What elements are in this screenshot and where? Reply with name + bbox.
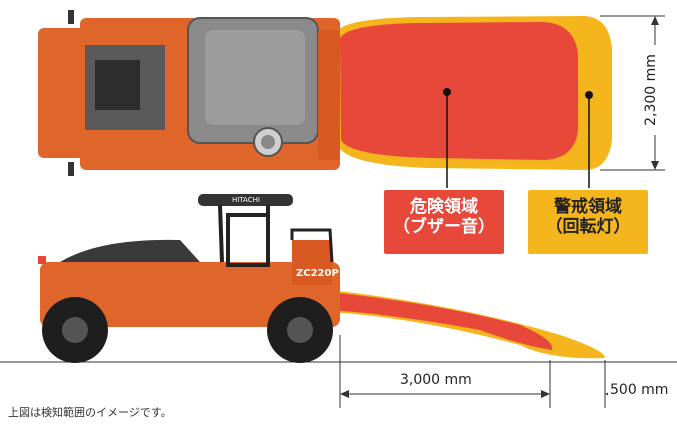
machine-model-label: ZC220P <box>296 268 339 279</box>
width-dimension-text: 2,300 mm <box>643 45 659 135</box>
side-view <box>0 194 677 408</box>
machine-brand-label: HITACHI <box>232 196 260 204</box>
figure-caption: 上図は検知範囲のイメージです。 <box>8 406 172 419</box>
side-body <box>40 262 340 327</box>
top-danger-zone <box>340 22 578 160</box>
top-canopy-inner <box>205 30 305 125</box>
side-rear-hood <box>60 239 200 262</box>
side-front-rail <box>290 228 334 263</box>
top-mirror-right <box>68 162 74 176</box>
machine-side-view <box>38 194 340 363</box>
side-front-frame <box>292 240 332 285</box>
top-engine-grill <box>95 60 140 110</box>
warning-zone-label: 警戒領域 （回転灯） <box>528 190 648 254</box>
side-beacon <box>38 256 46 264</box>
side-canopy-post-rear <box>218 204 224 263</box>
side-danger-zone <box>330 292 553 350</box>
top-mirror-left <box>68 10 74 24</box>
warning-zone-title: 警戒領域 <box>554 197 622 217</box>
side-canopy-roof <box>198 194 293 206</box>
top-view <box>38 10 665 188</box>
width-arrow-bottom <box>651 161 659 170</box>
side-rear-hub <box>62 317 88 343</box>
warning-zone-subtitle: （回転灯） <box>545 216 631 237</box>
width-arrow-top <box>651 16 659 25</box>
danger-zone-title: 危険領域 <box>410 197 478 217</box>
len-danger-arrow-left <box>340 390 349 398</box>
danger-zone-subtitle: （ブザー音） <box>393 216 495 237</box>
danger-zone-label: 危険領域 （ブザー音） <box>384 190 504 254</box>
top-drum-hub-inner <box>261 135 275 149</box>
side-operator-cab-frame <box>226 213 270 267</box>
danger-length-text: 3,000 mm <box>398 372 474 388</box>
warning-extra-text: 500 mm <box>608 382 671 398</box>
top-front-bumper <box>318 30 340 160</box>
side-front-hub <box>287 317 313 343</box>
machine-top-view <box>38 10 340 176</box>
